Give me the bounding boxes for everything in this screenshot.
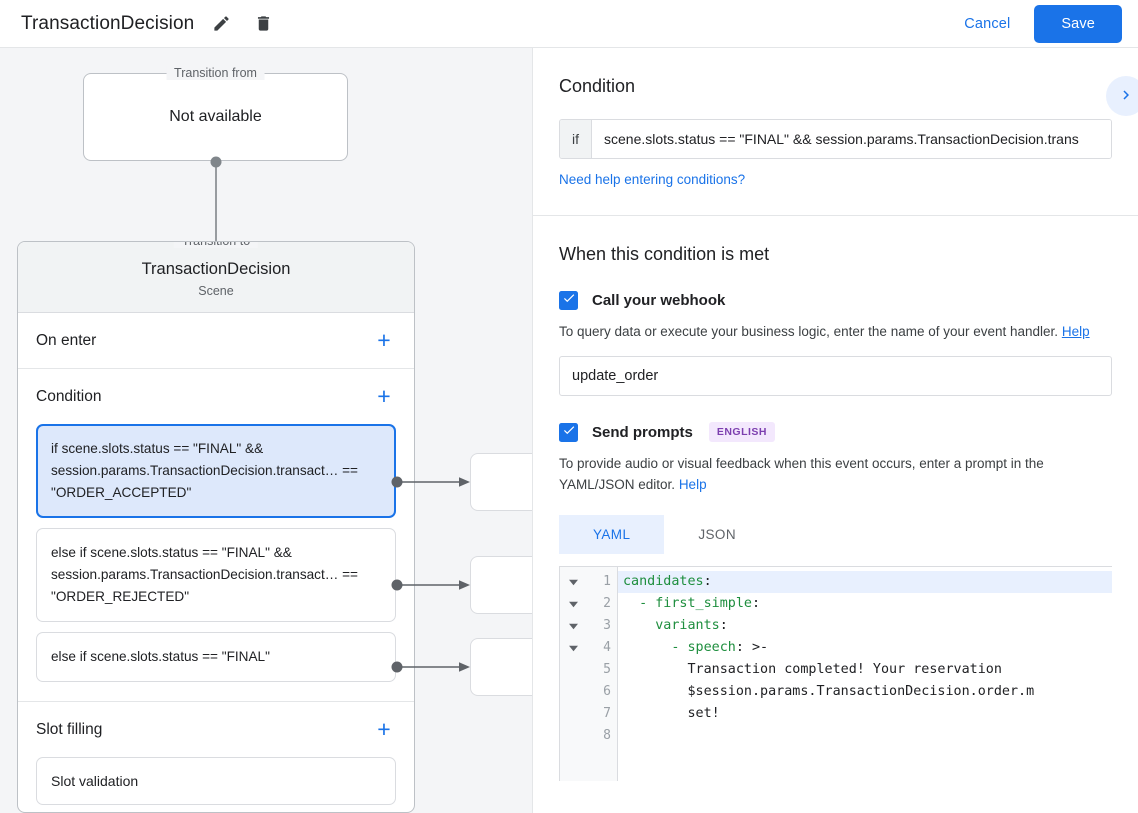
- add-slot-filling-button[interactable]: +: [377, 716, 391, 742]
- webhook-help-link[interactable]: Help: [1061, 324, 1090, 339]
- line-number: 3: [603, 618, 611, 633]
- prompts-description: To provide audio or visual feedback when…: [559, 453, 1112, 495]
- chevron-right-icon: [1117, 86, 1135, 107]
- fold-spacer: [560, 725, 586, 747]
- condition-block: Condition if Need help entering conditio…: [533, 48, 1138, 216]
- code-line[interactable]: - speech: >-: [671, 640, 769, 655]
- section-slot-filling: Slot filling + Slot validation: [18, 702, 414, 812]
- code-line[interactable]: [618, 725, 1112, 747]
- code-line[interactable]: set!: [623, 706, 720, 721]
- line-number: 5: [603, 662, 611, 677]
- delete-button[interactable]: [248, 9, 278, 39]
- fold-spacer: [560, 659, 586, 681]
- webhook-handler-input[interactable]: [559, 356, 1112, 396]
- scene-canvas: Transition from Not available Transition…: [0, 48, 532, 813]
- slot-filling-list: Slot validation: [36, 757, 396, 812]
- editor-line-numbers: 1 2 3 4 5 6 7 8: [586, 567, 618, 781]
- pencil-icon: [212, 14, 231, 33]
- code-line[interactable]: Transaction completed! Your reservation: [623, 662, 1002, 677]
- webhook-checkbox[interactable]: [559, 291, 578, 310]
- when-condition-met-block: When this condition is met Call your web…: [533, 216, 1138, 781]
- fold-toggle-icon[interactable]: [560, 637, 586, 659]
- code-line[interactable]: - first_simple:: [639, 596, 761, 611]
- line-number: 6: [603, 684, 611, 699]
- editor-code-area[interactable]: candidates: - first_simple: variants: - …: [618, 567, 1112, 781]
- webhook-description: To query data or execute your business l…: [559, 321, 1112, 342]
- code-line[interactable]: variants:: [655, 618, 728, 633]
- fold-toggle-icon[interactable]: [560, 571, 586, 593]
- if-label: if: [560, 120, 592, 158]
- transition-from-legend: Transition from: [166, 66, 265, 80]
- editor-format-tabs: YAML JSON: [559, 515, 1112, 554]
- scene-header: TransactionDecision Scene: [18, 242, 414, 313]
- webhook-description-text: To query data or execute your business l…: [559, 324, 1059, 339]
- tab-yaml[interactable]: YAML: [559, 515, 665, 554]
- condition-item-2[interactable]: else if scene.slots.status == "FINAL": [36, 632, 396, 682]
- edit-button[interactable]: [206, 9, 236, 39]
- check-icon: [562, 291, 576, 310]
- slot-validation-item[interactable]: Slot validation: [36, 757, 396, 805]
- need-help-conditions-link[interactable]: Need help entering conditions?: [559, 172, 746, 187]
- target-card-1[interactable]: [470, 556, 532, 614]
- when-met-heading: When this condition is met: [559, 244, 770, 264]
- prompts-description-text: To provide audio or visual feedback when…: [559, 456, 1044, 492]
- fold-toggle-icon[interactable]: [560, 615, 586, 637]
- section-on-enter-title: On enter: [36, 331, 97, 349]
- details-panel: Condition if Need help entering conditio…: [532, 48, 1138, 813]
- line-number: 7: [603, 706, 611, 721]
- section-slot-filling-header: Slot filling +: [36, 702, 396, 757]
- fold-spacer: [560, 703, 586, 725]
- condition-item-0[interactable]: if scene.slots.status == "FINAL" && sess…: [36, 424, 396, 518]
- transition-to-card: Transition to TransactionDecision Scene …: [17, 241, 415, 813]
- expand-panel-button[interactable]: [1106, 76, 1138, 116]
- webhook-label: Call your webhook: [592, 292, 726, 309]
- transition-to-legend: Transition to: [173, 242, 259, 248]
- condition-item-1[interactable]: else if scene.slots.status == "FINAL" &&…: [36, 528, 396, 622]
- condition-list: if scene.slots.status == "FINAL" && sess…: [36, 424, 396, 701]
- prompts-checkbox[interactable]: [559, 422, 578, 442]
- check-icon: [562, 423, 576, 442]
- save-button[interactable]: Save: [1034, 4, 1122, 43]
- fold-spacer: [560, 681, 586, 703]
- trash-icon: [254, 14, 273, 33]
- yaml-editor[interactable]: 1 2 3 4 5 6 7 8 candidates: - first_simple: var…: [559, 566, 1112, 781]
- scene-name: TransactionDecision: [141, 260, 291, 278]
- condition-input-row: if: [559, 119, 1112, 159]
- transition-from-value: Not available: [169, 108, 262, 125]
- section-condition-header: Condition +: [36, 369, 396, 424]
- add-on-enter-button[interactable]: +: [377, 327, 391, 353]
- editor-fold-column: [560, 567, 586, 781]
- section-on-enter: On enter +: [18, 313, 414, 369]
- code-line[interactable]: $session.params.TransactionDecision.orde…: [623, 684, 1035, 699]
- prompts-label: Send prompts: [592, 423, 693, 441]
- line-number: 2: [603, 596, 611, 611]
- section-condition-title: Condition: [36, 387, 102, 405]
- page-title: TransactionDecision: [21, 12, 195, 34]
- code-line[interactable]: candidates:: [618, 571, 1112, 593]
- prompts-help-link[interactable]: Help: [678, 477, 707, 492]
- section-on-enter-header: On enter +: [36, 313, 396, 368]
- language-badge: ENGLISH: [708, 422, 776, 442]
- section-condition: Condition + if scene.slots.status == "FI…: [18, 369, 414, 702]
- target-card-0[interactable]: [470, 453, 532, 511]
- fold-toggle-icon[interactable]: [560, 593, 586, 615]
- tab-json[interactable]: JSON: [664, 515, 770, 554]
- transition-from-card: Transition from Not available: [83, 66, 348, 161]
- cancel-button[interactable]: Cancel: [950, 7, 1024, 41]
- line-number: 1: [603, 574, 611, 589]
- line-number: 4: [603, 640, 611, 655]
- prompts-checkbox-row: Send prompts ENGLISH: [559, 422, 1112, 442]
- condition-heading: Condition: [559, 76, 636, 96]
- top-bar: TransactionDecision Cancel Save: [0, 0, 1138, 48]
- condition-input[interactable]: [592, 120, 1111, 158]
- add-condition-button[interactable]: +: [377, 383, 391, 409]
- scene-type: Scene: [198, 284, 234, 298]
- section-slot-filling-title: Slot filling: [36, 720, 103, 738]
- line-number: 8: [603, 728, 611, 743]
- target-card-2[interactable]: [470, 638, 532, 696]
- webhook-checkbox-row: Call your webhook: [559, 291, 1112, 310]
